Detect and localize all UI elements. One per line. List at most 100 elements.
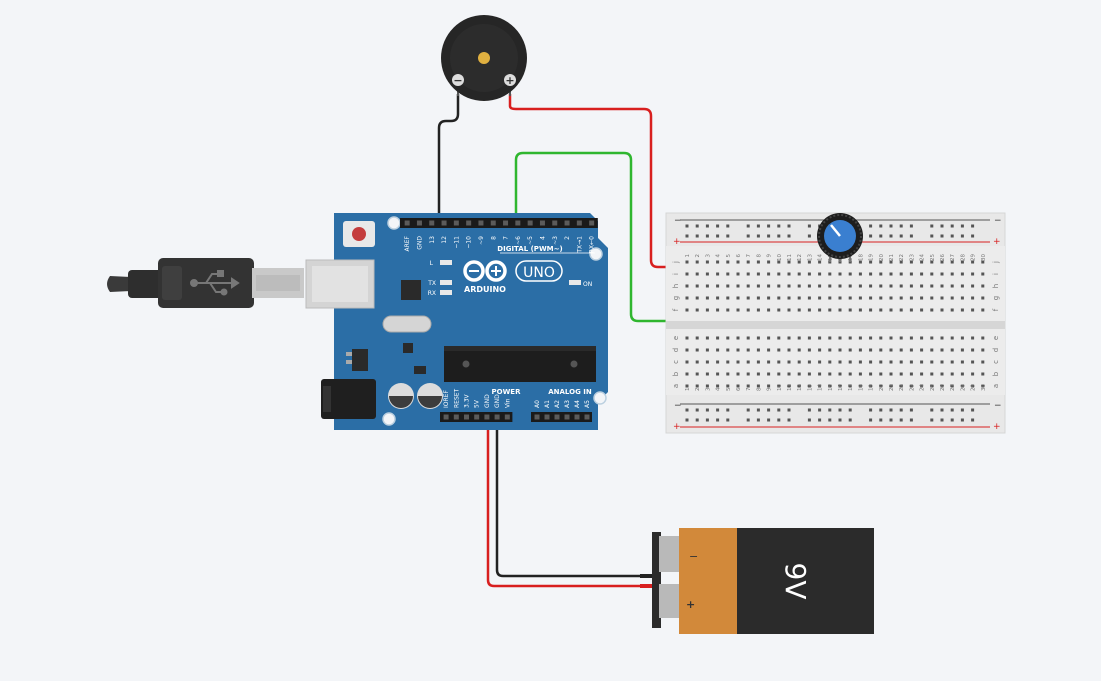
breadboard-hole[interactable] (909, 336, 913, 340)
breadboard-hole[interactable] (930, 360, 934, 364)
breadboard-hole[interactable] (889, 260, 893, 264)
breadboard-hole[interactable] (767, 372, 771, 376)
breadboard-hole[interactable] (858, 296, 862, 300)
breadboard-hole[interactable] (858, 260, 862, 264)
breadboard-hole[interactable] (858, 360, 862, 364)
breadboard-hole[interactable] (838, 418, 842, 422)
breadboard-hole[interactable] (981, 296, 985, 300)
breadboard-hole[interactable] (930, 296, 934, 300)
breadboard-hole[interactable] (767, 296, 771, 300)
breadboard-hole[interactable] (818, 418, 822, 422)
breadboard-hole[interactable] (746, 234, 750, 238)
breadboard-hole[interactable] (716, 336, 720, 340)
breadboard-hole[interactable] (950, 224, 954, 228)
header-pin[interactable] (404, 220, 410, 226)
breadboard-hole[interactable] (828, 296, 832, 300)
breadboard-hole[interactable] (726, 296, 730, 300)
wire-buzzer-plus[interactable] (508, 94, 832, 269)
breadboard-hole[interactable] (807, 348, 811, 352)
header-pin[interactable] (564, 220, 570, 226)
breadboard-hole[interactable] (909, 260, 913, 264)
breadboard-hole[interactable] (767, 360, 771, 364)
breadboard-hole[interactable] (889, 408, 893, 412)
breadboard-hole[interactable] (960, 296, 964, 300)
breadboard-hole[interactable] (787, 272, 791, 276)
breadboard-holes[interactable] (685, 224, 985, 422)
breadboard-hole[interactable] (777, 224, 781, 228)
breadboard-hole[interactable] (930, 224, 934, 228)
breadboard-hole[interactable] (726, 224, 730, 228)
breadboard-hole[interactable] (818, 348, 822, 352)
breadboard-hole[interactable] (787, 418, 791, 422)
breadboard-hole[interactable] (746, 384, 750, 388)
breadboard-hole[interactable] (960, 260, 964, 264)
breadboard-hole[interactable] (695, 284, 699, 288)
breadboard-hole[interactable] (736, 384, 740, 388)
breadboard-hole[interactable] (685, 308, 689, 312)
breadboard-hole[interactable] (807, 272, 811, 276)
breadboard-hole[interactable] (950, 348, 954, 352)
header-pin[interactable] (552, 220, 558, 226)
header-pin[interactable] (504, 414, 510, 420)
breadboard-hole[interactable] (695, 372, 699, 376)
breadboard-hole[interactable] (889, 308, 893, 312)
breadboard-hole[interactable] (736, 336, 740, 340)
breadboard-hole[interactable] (736, 348, 740, 352)
breadboard-hole[interactable] (848, 408, 852, 412)
breadboard-hole[interactable] (920, 360, 924, 364)
breadboard-hole[interactable] (736, 284, 740, 288)
breadboard-hole[interactable] (818, 372, 822, 376)
breadboard-hole[interactable] (899, 384, 903, 388)
breadboard-hole[interactable] (685, 234, 689, 238)
buzzer-plus-terminal[interactable] (504, 74, 516, 86)
breadboard-hole[interactable] (767, 408, 771, 412)
breadboard-hole[interactable] (797, 272, 801, 276)
breadboard-hole[interactable] (777, 418, 781, 422)
breadboard-hole[interactable] (940, 284, 944, 288)
breadboard-hole[interactable] (960, 348, 964, 352)
breadboard-hole[interactable] (940, 408, 944, 412)
breadboard-hole[interactable] (869, 360, 873, 364)
breadboard-hole[interactable] (818, 408, 822, 412)
breadboard-hole[interactable] (756, 336, 760, 340)
breadboard-hole[interactable] (685, 384, 689, 388)
breadboard-hole[interactable] (909, 384, 913, 388)
breadboard-hole[interactable] (920, 372, 924, 376)
breadboard-hole[interactable] (960, 408, 964, 412)
breadboard-hole[interactable] (756, 418, 760, 422)
breadboard-hole[interactable] (756, 308, 760, 312)
breadboard-hole[interactable] (879, 296, 883, 300)
breadboard-hole[interactable] (716, 418, 720, 422)
header-pin[interactable] (490, 220, 496, 226)
header-pin[interactable] (474, 414, 480, 420)
breadboard-hole[interactable] (746, 224, 750, 228)
breadboard-hole[interactable] (879, 408, 883, 412)
breadboard-hole[interactable] (777, 360, 781, 364)
breadboard-hole[interactable] (726, 234, 730, 238)
breadboard-hole[interactable] (685, 284, 689, 288)
header-pin[interactable] (527, 220, 533, 226)
breadboard-hole[interactable] (889, 234, 893, 238)
breadboard-hole[interactable] (787, 296, 791, 300)
breadboard-hole[interactable] (879, 384, 883, 388)
breadboard-hole[interactable] (695, 360, 699, 364)
breadboard-hole[interactable] (756, 272, 760, 276)
breadboard-hole[interactable] (838, 284, 842, 288)
breadboard-hole[interactable] (685, 408, 689, 412)
header-pin[interactable] (503, 220, 509, 226)
breadboard-hole[interactable] (909, 372, 913, 376)
breadboard-hole[interactable] (756, 408, 760, 412)
breadboard-hole[interactable] (767, 308, 771, 312)
breadboard-hole[interactable] (899, 336, 903, 340)
breadboard-hole[interactable] (971, 308, 975, 312)
breadboard-hole[interactable] (726, 272, 730, 276)
breadboard-hole[interactable] (695, 384, 699, 388)
wire-5v-battery[interactable] (486, 419, 650, 588)
breadboard-hole[interactable] (807, 372, 811, 376)
breadboard-hole[interactable] (685, 260, 689, 264)
breadboard-hole[interactable] (909, 348, 913, 352)
battery-9v[interactable]: − + 9V (640, 528, 874, 634)
breadboard-hole[interactable] (950, 384, 954, 388)
breadboard-hole[interactable] (797, 308, 801, 312)
breadboard-hole[interactable] (756, 296, 760, 300)
